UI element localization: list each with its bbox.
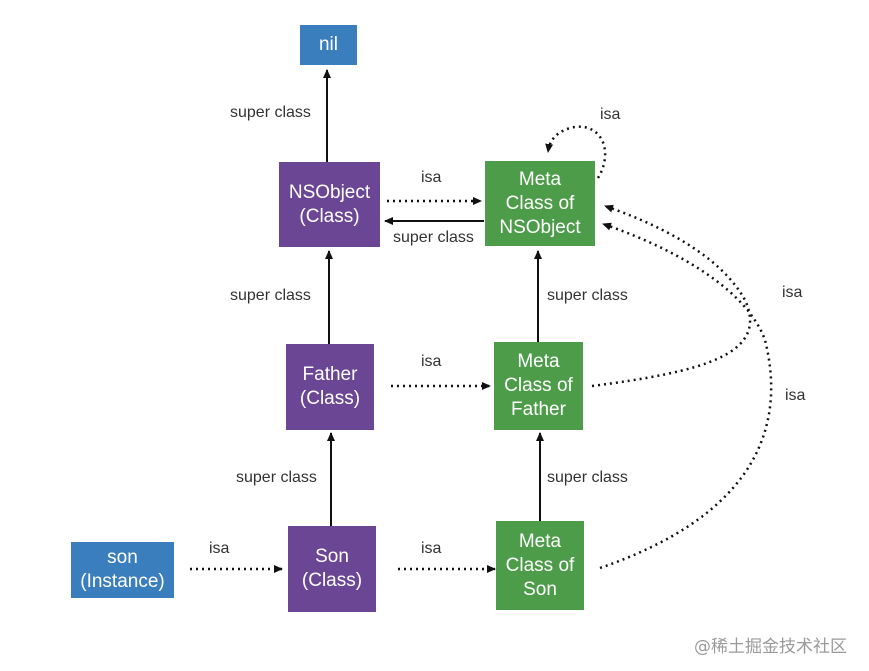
label-isa-son: isa — [421, 540, 442, 557]
node-meta-class-nsobject: Meta Class of NSObject — [485, 161, 595, 246]
node-son-class: Son (Class) — [288, 526, 376, 612]
node-son-instance: son (Instance) — [71, 542, 174, 598]
label-super-class-meta-father: super class — [547, 287, 628, 304]
label-isa-father: isa — [421, 353, 442, 370]
node-meta-class-father-label: Meta Class of Father — [504, 351, 573, 420]
label-super-class-meta-nsobject: super class — [393, 229, 474, 246]
node-nsobject-class: NSObject (Class) — [279, 162, 380, 247]
node-father-class-label: Father (Class) — [299, 364, 361, 409]
node-meta-class-father: Meta Class of Father — [494, 342, 583, 430]
node-meta-class-son-label: Meta Class of Son — [505, 530, 575, 600]
label-isa-meta-father: isa — [782, 284, 803, 301]
label-isa-nsobject: isa — [421, 169, 442, 186]
edge-isa-meta-father — [591, 204, 752, 388]
node-son-class-label: Son (Class) — [301, 546, 363, 591]
node-father-class: Father (Class) — [286, 344, 374, 430]
label-isa-meta-son: isa — [785, 387, 806, 404]
node-meta-class-nsobject-label: Meta Class of NSObject — [499, 168, 581, 238]
label-super-class-father-nsobject: super class — [230, 287, 311, 304]
node-nil: nil — [300, 25, 357, 65]
node-nsobject-class-label: NSObject (Class) — [288, 181, 371, 227]
label-super-class-son-father: super class — [236, 469, 317, 486]
label-isa-self: isa — [600, 106, 621, 123]
label-super-class-meta-son: super class — [547, 469, 628, 486]
edge-isa-meta-son — [599, 222, 773, 570]
node-nil-label: nil — [318, 34, 338, 55]
node-meta-class-son: Meta Class of Son — [496, 521, 584, 610]
node-son-instance-label: son (Instance) — [80, 547, 165, 592]
label-super-class-nsobject-nil: super class — [230, 104, 311, 121]
watermark: @稀土掘金技术社区 — [694, 637, 847, 657]
label-isa-instance: isa — [209, 540, 230, 557]
